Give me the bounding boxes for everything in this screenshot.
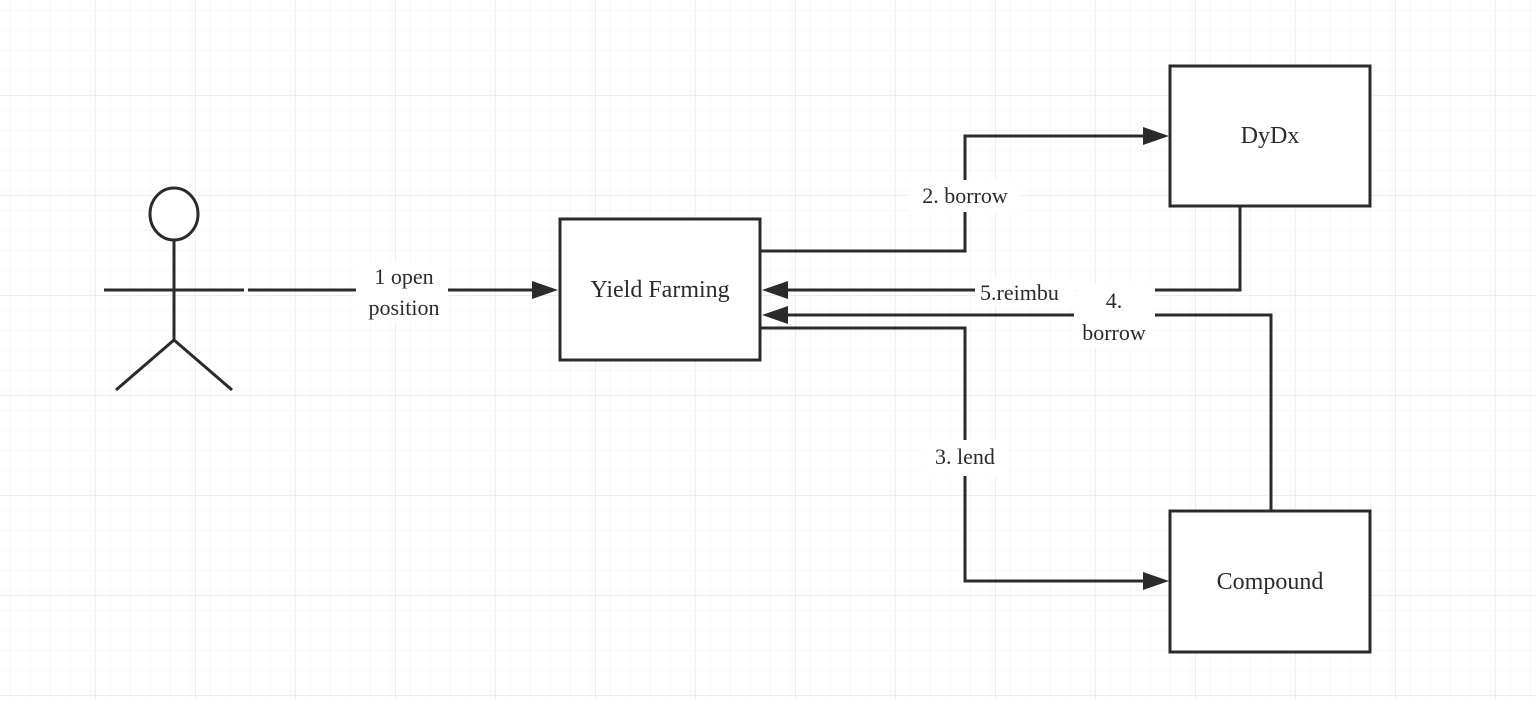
edge-label-borrow-compound-line1: 4.	[1106, 288, 1123, 313]
node-compound-label: Compound	[1217, 569, 1324, 595]
node-compound[interactable]: Compound	[1168, 509, 1372, 654]
edge-label-lend: 3. lend	[935, 444, 995, 469]
edge-borrow-dydx: 2. borrow	[760, 127, 1169, 253]
edge-reimburse: 5.reimbu	[762, 206, 1242, 306]
edge-lend: 3. lend	[760, 326, 1169, 590]
node-dydx-label: DyDx	[1241, 123, 1300, 149]
edge-label-borrow-dydx: 2. borrow	[922, 183, 1008, 208]
edge-open-position: 1 open position	[248, 262, 558, 322]
node-yield-farming-label: Yield Farming	[590, 277, 729, 303]
edge-label-open-position-line2: position	[369, 295, 440, 320]
edge-label-open-position-line1: 1 open	[374, 264, 433, 289]
node-yield-farming[interactable]: Yield Farming	[558, 217, 762, 362]
edge-borrow-compound: 4. borrow	[762, 284, 1273, 511]
stick-figure-icon	[104, 186, 244, 392]
edge-label-reimburse: 5.reimbu	[980, 280, 1059, 305]
edge-label-borrow-compound-line2: borrow	[1082, 320, 1146, 345]
node-dydx[interactable]: DyDx	[1168, 64, 1372, 208]
